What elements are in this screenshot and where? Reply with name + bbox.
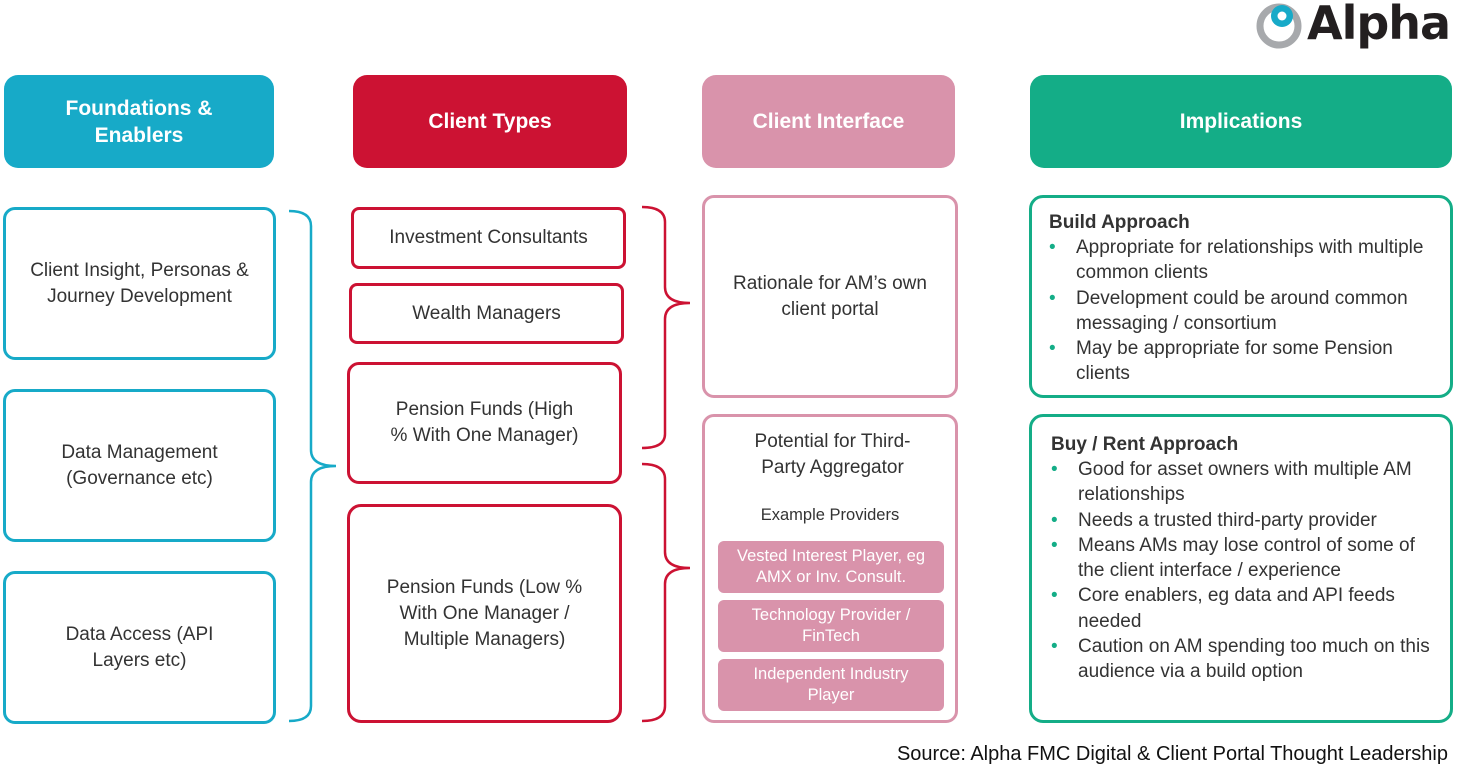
- buy-item-text: Needs a trusted third-party provider: [1078, 509, 1377, 531]
- buy-item-text: Good for asset owners with multiple AM r…: [1078, 459, 1412, 506]
- foundation-box-data-management: Data Management (Governance etc): [3, 389, 276, 542]
- bullet-icon: •: [1049, 338, 1056, 360]
- list-item: • Development could be around common mess…: [1049, 286, 1444, 337]
- foundation-label: Data Access (API Layers etc): [65, 623, 214, 671]
- buy-approach-list: • Good for asset owners with multiple AM …: [1051, 457, 1446, 685]
- header-client-interface: Client Interface: [702, 75, 955, 168]
- client-type-pension-low: Pension Funds (Low % With One Manager / …: [347, 504, 622, 723]
- build-item-text: Appropriate for relationships with multi…: [1076, 237, 1424, 284]
- list-item: • Appropriate for relationships with mult…: [1049, 235, 1444, 286]
- header-implications: Implications: [1030, 75, 1452, 168]
- foundation-label: Client Insight, Personas & Journey Devel…: [30, 259, 249, 307]
- client-type-label: Investment Consultants: [389, 227, 588, 248]
- provider-label: Vested Interest Player, eg AMX or Inv. C…: [736, 547, 926, 586]
- implication-buy-box: Buy / Rent Approach • Good for asset owne…: [1029, 414, 1453, 723]
- build-item-text: Development could be around common messa…: [1076, 287, 1408, 334]
- bullet-icon: •: [1051, 585, 1058, 607]
- provider-vested-interest: Vested Interest Player, eg AMX or Inv. C…: [718, 541, 944, 593]
- list-item: • May be appropriate for some Pension cli…: [1049, 336, 1444, 387]
- client-type-wealth-managers: Wealth Managers: [349, 283, 624, 344]
- bullet-icon: •: [1049, 287, 1056, 309]
- bullet-icon: •: [1051, 534, 1058, 556]
- logo-text: Alpha: [1307, 0, 1451, 50]
- list-item: • Means AMs may lose control of some of t…: [1051, 533, 1446, 584]
- buy-item-text: Means AMs may lose control of some of th…: [1078, 534, 1415, 582]
- build-item-text: May be appropriate for some Pension clie…: [1076, 338, 1393, 385]
- foundation-box-insight: Client Insight, Personas & Journey Devel…: [3, 207, 276, 360]
- header-foundations: Foundations & Enablers: [4, 75, 274, 168]
- client-types-bottom-bracket: [641, 462, 691, 723]
- buy-item-text: Caution on AM spending too much on this …: [1078, 636, 1430, 683]
- build-approach-list: • Appropriate for relationships with mult…: [1049, 235, 1444, 387]
- provider-independent: Independent Industry Player: [718, 659, 944, 711]
- header-client-interface-label: Client Interface: [752, 110, 905, 133]
- aggregator-title: Potential for Third-Party Aggregator: [754, 431, 911, 478]
- buy-approach-title: Buy / Rent Approach: [1051, 434, 1239, 455]
- list-item: • Caution on AM spending too much on this…: [1051, 634, 1446, 685]
- client-types-top-bracket: [641, 205, 691, 450]
- alpha-logo-icon: [1256, 3, 1302, 49]
- implication-build-box: Build Approach • Appropriate for relation…: [1029, 195, 1453, 398]
- header-client-types: Client Types: [353, 75, 627, 168]
- header-client-types-label: Client Types: [428, 110, 552, 133]
- alpha-logo: Alpha: [1255, 0, 1451, 56]
- header-implications-label: Implications: [1179, 110, 1303, 133]
- foundation-label: Data Management (Governance etc): [61, 441, 218, 489]
- example-providers-label: Example Providers: [760, 506, 900, 524]
- build-approach-title: Build Approach: [1049, 212, 1190, 233]
- interface-rationale-box: Rationale for AM’s own client portal: [702, 195, 958, 398]
- provider-label: Technology Provider / FinTech: [751, 606, 911, 645]
- source-note: Source: Alpha FMC Digital & Client Porta…: [896, 743, 1448, 765]
- client-type-label: Pension Funds (Low % With One Manager / …: [386, 576, 583, 650]
- provider-label: Independent Industry Player: [753, 665, 909, 704]
- client-type-label: Wealth Managers: [412, 302, 561, 324]
- list-item: • Needs a trusted third-party provider: [1051, 508, 1446, 533]
- foundations-bracket: [288, 209, 337, 723]
- foundation-box-data-access: Data Access (API Layers etc): [3, 571, 276, 724]
- provider-technology: Technology Provider / FinTech: [718, 600, 944, 652]
- list-item: • Core enablers, eg data and API feeds ne…: [1051, 583, 1446, 634]
- interface-rationale-label: Rationale for AM’s own client portal: [733, 272, 927, 320]
- list-item: • Good for asset owners with multiple AM …: [1051, 457, 1446, 508]
- header-foundations-label: Foundations & Enablers: [65, 96, 213, 147]
- bullet-icon: •: [1051, 459, 1058, 480]
- client-type-label: Pension Funds (High % With One Manager): [390, 399, 579, 446]
- buy-item-text: Core enablers, eg data and API feeds nee…: [1078, 585, 1395, 632]
- bullet-icon: •: [1051, 636, 1058, 658]
- bullet-icon: •: [1051, 509, 1058, 531]
- interface-aggregator-box: Potential for Third-Party Aggregator Exa…: [702, 414, 958, 723]
- bullet-icon: •: [1049, 237, 1056, 258]
- client-type-investment-consultants: Investment Consultants: [351, 207, 626, 269]
- client-type-pension-high: Pension Funds (High % With One Manager): [347, 362, 622, 484]
